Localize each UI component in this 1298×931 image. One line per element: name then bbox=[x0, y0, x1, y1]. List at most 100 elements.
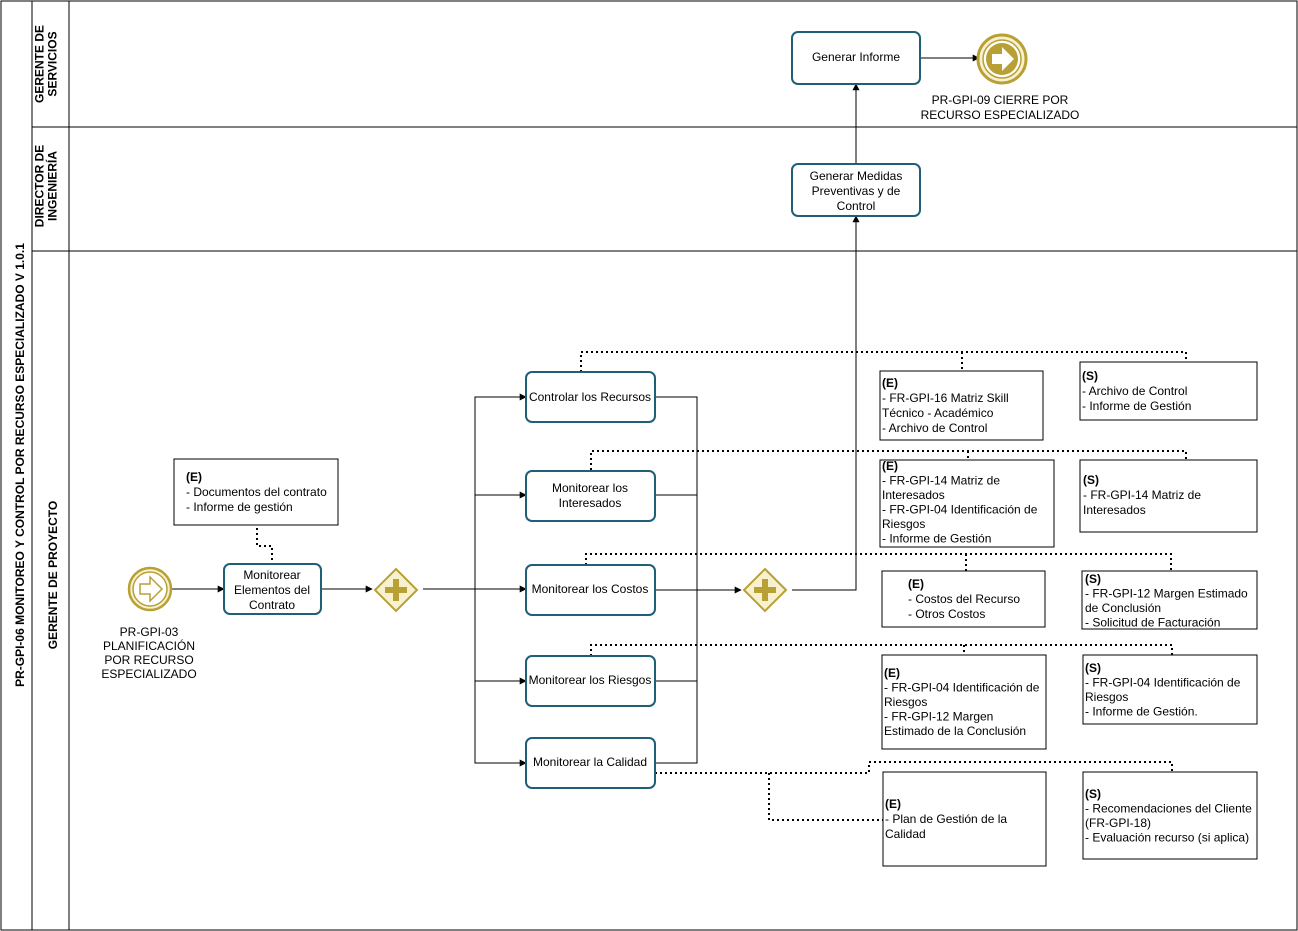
task-controlar-recursos[interactable]: Controlar los Recursos bbox=[525, 371, 656, 423]
text-line: (E) bbox=[882, 459, 898, 473]
svg-text:(E)- Documentos del contrato-: (E)- Documentos del contrato- Informe de… bbox=[186, 470, 327, 514]
task-generar-informe[interactable]: Generar Informe bbox=[791, 31, 921, 85]
svg-text:Monitorear los Costos: Monitorear los Costos bbox=[532, 582, 649, 596]
text-line: ESPECIALIZADO bbox=[101, 667, 196, 681]
text-line: Preventivas y de bbox=[812, 184, 901, 198]
text-line: Generar Informe bbox=[812, 50, 900, 64]
text-line: PR-GPI-03 bbox=[120, 625, 179, 639]
associations bbox=[256, 351, 1187, 821]
text-line: Generar Medidas bbox=[810, 169, 903, 183]
doc-recursos-salidas: (S)- Archivo de Control- Informe de Gest… bbox=[1079, 361, 1258, 421]
text-line: Calidad bbox=[885, 827, 926, 841]
lane-gerente-servicios-label: GERENTE DESERVICIOS bbox=[33, 25, 60, 103]
parallel-gateway-join[interactable] bbox=[742, 567, 788, 613]
assoc-interesados bbox=[590, 450, 1187, 470]
text-line: (S) bbox=[1085, 661, 1101, 675]
text-line: Riesgos bbox=[882, 517, 925, 531]
svg-text:(S)- Recomendaciones del Clien: (S)- Recomendaciones del Cliente(FR-GPI-… bbox=[1085, 787, 1252, 845]
text-line: (S) bbox=[1082, 369, 1098, 383]
text-line: - Costos del Recurso bbox=[908, 592, 1020, 606]
lane-director-ingenieria: DIRECTOR DEINGENIERÍA bbox=[33, 145, 60, 227]
text-line: - Recomendaciones del Cliente bbox=[1085, 802, 1252, 816]
text-line: Elementos del bbox=[234, 583, 310, 597]
text-line: Riesgos bbox=[1085, 690, 1128, 704]
text-line: (E) bbox=[908, 577, 924, 591]
svg-text:Controlar los Recursos: Controlar los Recursos bbox=[529, 390, 651, 404]
text-line: Riesgos bbox=[884, 695, 927, 709]
text-line: - FR-GPI-04 Identificación de bbox=[1085, 676, 1241, 690]
text-line: RECURSO ESPECIALIZADO bbox=[921, 108, 1080, 122]
text-line: (S) bbox=[1083, 473, 1099, 487]
text-line: - FR-GPI-12 Margen Estimado bbox=[1085, 587, 1248, 601]
text-line: - Documentos del contrato bbox=[186, 485, 327, 499]
lane-gerente-proyecto: GERENTE DE PROYECTO bbox=[46, 501, 60, 649]
svg-text:(E)- FR-GPI-04 Identificación: (E)- FR-GPI-04 Identificación deRiesgos-… bbox=[884, 666, 1040, 738]
text-line: Monitorear la Calidad bbox=[533, 755, 647, 769]
text-line: - FR-GPI-14 Matriz de bbox=[1083, 488, 1201, 502]
text-line: Monitorear los Costos bbox=[532, 582, 649, 596]
text-line: (S) bbox=[1085, 572, 1101, 586]
text-line: Interesados bbox=[882, 488, 945, 502]
text-line: INGENIERÍA bbox=[45, 151, 60, 221]
text-line: - FR-GPI-16 Matriz Skill bbox=[882, 391, 1009, 405]
text-line: (E) bbox=[186, 470, 202, 484]
text-line: (E) bbox=[882, 376, 898, 390]
text-line: - Informe de Gestión bbox=[1082, 399, 1191, 413]
parallel-gateway-split[interactable] bbox=[373, 567, 419, 613]
text-line: (E) bbox=[885, 797, 901, 811]
assoc-costos bbox=[585, 553, 1172, 571]
flow-gateway-to-recursos bbox=[474, 393, 527, 589]
task-monitorear-riesgos[interactable]: Monitorear los Riesgos bbox=[525, 655, 656, 707]
svg-text:(S)- Archivo de Control- Infor: (S)- Archivo de Control- Informe de Gest… bbox=[1082, 369, 1191, 413]
text-line: - Informe de Gestión. bbox=[1085, 705, 1198, 719]
assoc-recursos bbox=[580, 351, 1187, 372]
text-line: - FR-GPI-12 Margen bbox=[884, 710, 993, 724]
flow-join-to-medidas bbox=[792, 215, 860, 591]
text-line: - Informe de gestión bbox=[186, 500, 293, 514]
svg-text:Generar Informe: Generar Informe bbox=[812, 50, 900, 64]
task-monitorear-calidad[interactable]: Monitorear la Calidad bbox=[525, 737, 656, 789]
text-line: (E) bbox=[884, 666, 900, 680]
text-line: Estimado de la Conclusión bbox=[884, 724, 1026, 738]
start-event[interactable] bbox=[127, 566, 173, 612]
lane-director-ingenieria-label: DIRECTOR DEINGENIERÍA bbox=[33, 145, 60, 227]
text-line: - FR-GPI-14 Matriz de bbox=[882, 474, 1000, 488]
text-line: PLANIFICACIÓN bbox=[103, 638, 195, 653]
assoc-calidad-e bbox=[768, 773, 883, 821]
end-event[interactable] bbox=[976, 33, 1028, 85]
text-line: SERVICIOS bbox=[46, 31, 60, 96]
task-monitorear-costos[interactable]: Monitorear los Costos bbox=[525, 564, 656, 616]
text-line: Interesados bbox=[559, 496, 622, 510]
text-line: (S) bbox=[1085, 787, 1101, 801]
doc-costos-entradas: (E)- Costos del Recurso- Otros Costos bbox=[881, 570, 1046, 628]
text-line: - Archivo de Control bbox=[882, 421, 987, 435]
svg-text:Monitorear la Calidad: Monitorear la Calidad bbox=[533, 755, 647, 769]
text-line: Control bbox=[837, 199, 876, 213]
flow-gateway-to-calidad bbox=[474, 589, 527, 767]
doc-calidad-salidas: (S)- Recomendaciones del Cliente(FR-GPI-… bbox=[1082, 771, 1258, 860]
pool-title: PR-GPI-06 MONITOREO Y CONTROL POR RECURS… bbox=[13, 243, 27, 687]
text-line: Técnico - Académico bbox=[882, 406, 994, 420]
text-line: de Conclusión bbox=[1085, 601, 1161, 615]
